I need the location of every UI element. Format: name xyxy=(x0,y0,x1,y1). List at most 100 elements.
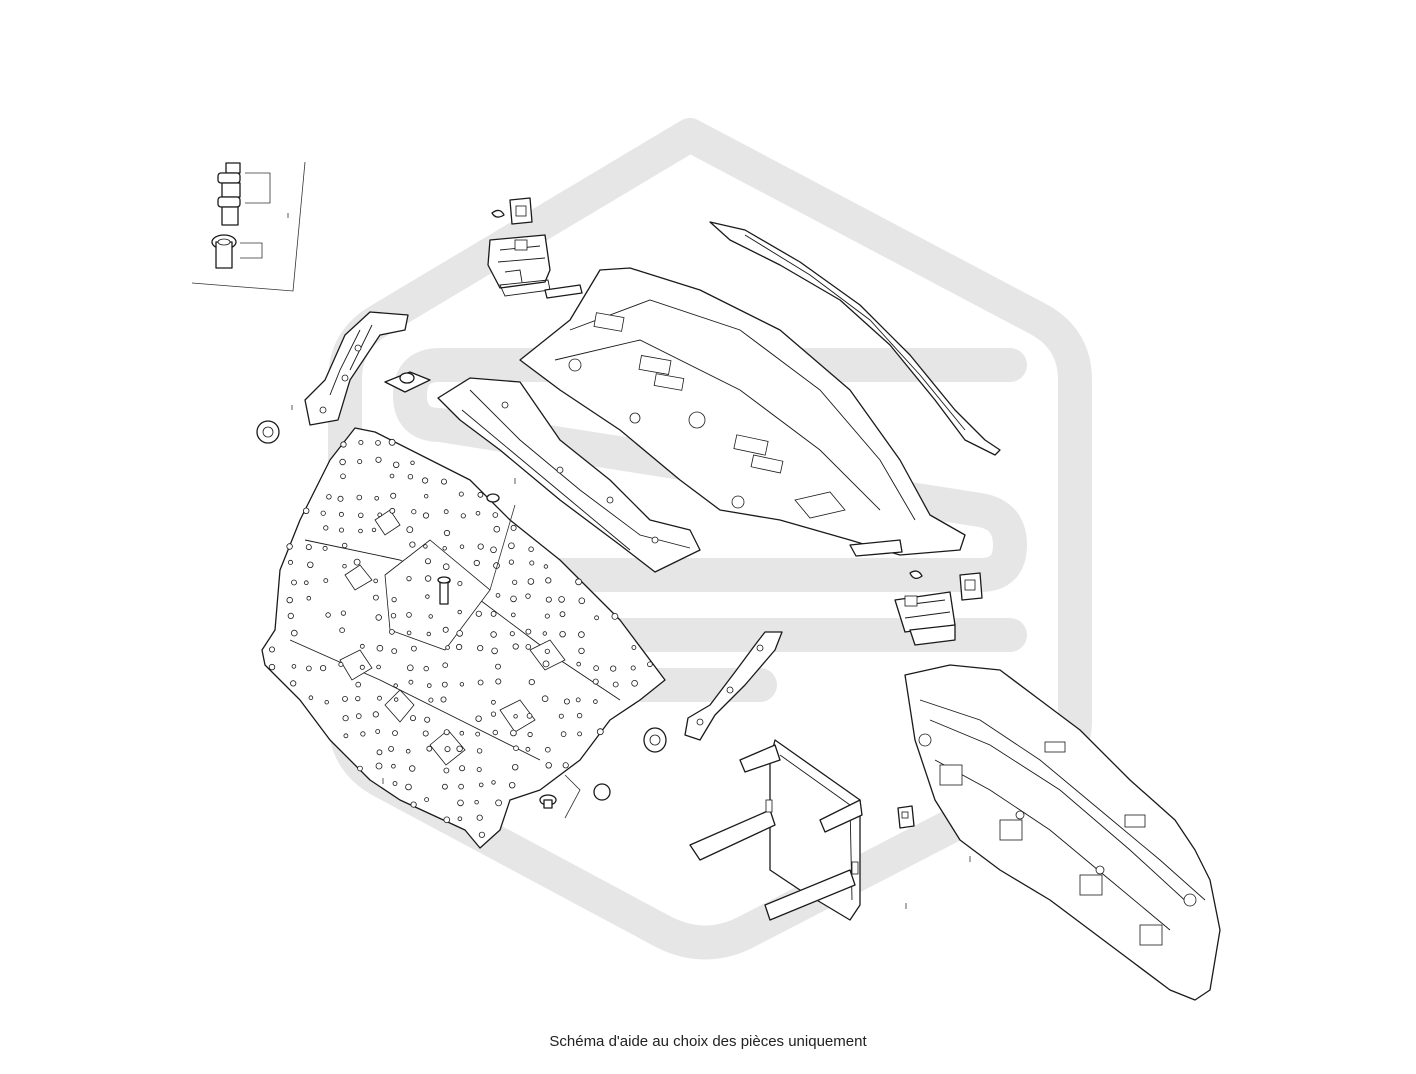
floor-hole xyxy=(630,665,636,671)
floor-hole xyxy=(373,578,379,584)
roof-rail[interactable] xyxy=(709,221,1001,456)
floor-hole xyxy=(355,695,361,702)
floor-hole xyxy=(371,527,377,533)
floor-hole xyxy=(490,546,497,554)
floor-hole xyxy=(375,440,381,446)
floor-hole xyxy=(360,731,366,737)
floor-hole xyxy=(578,647,585,655)
floor-hole xyxy=(375,762,383,770)
floor-hole xyxy=(563,698,570,705)
floor-hole xyxy=(303,507,310,514)
clip-set-lower[interactable] xyxy=(539,774,611,819)
floor-hole xyxy=(457,581,463,587)
floor-hole xyxy=(592,678,599,685)
floor-hole xyxy=(610,665,617,672)
floor-hole xyxy=(422,512,430,519)
floor-hole xyxy=(375,456,382,463)
floor-hole xyxy=(476,748,483,754)
floor-hole xyxy=(408,679,414,685)
floor-hole xyxy=(428,614,433,619)
floor-hole xyxy=(647,661,653,668)
floor-bolt[interactable] xyxy=(437,493,516,605)
floor-hole xyxy=(510,612,516,618)
floor-hole xyxy=(391,648,398,654)
mount-block-upper[interactable] xyxy=(487,234,551,297)
floor-hole xyxy=(290,629,298,637)
floor-hole xyxy=(409,715,416,722)
bolt-set[interactable] xyxy=(191,161,306,292)
floor-hole xyxy=(543,564,549,569)
floor-hole xyxy=(491,647,498,655)
floor-hole xyxy=(339,627,345,633)
floor-hole xyxy=(459,682,465,687)
floor-hole xyxy=(577,731,582,737)
floor-hole xyxy=(393,461,400,468)
floor-hole xyxy=(510,729,517,737)
floor-hole xyxy=(291,664,297,669)
mount-block-lower[interactable] xyxy=(894,570,983,646)
side-bracket-upper[interactable] xyxy=(304,311,409,426)
floor-hole xyxy=(358,512,364,518)
floor-hole xyxy=(576,661,581,667)
floor-hole xyxy=(389,473,395,479)
floor-hole xyxy=(527,578,535,585)
floor-hole xyxy=(442,626,449,633)
floor-hole xyxy=(394,697,399,702)
floor-hole xyxy=(424,494,429,499)
floor-hole xyxy=(527,731,533,738)
floor-hole xyxy=(575,697,581,703)
rear-end-panel[interactable] xyxy=(904,664,1221,1001)
floor-hole xyxy=(388,438,396,446)
floor-hole xyxy=(458,491,464,497)
floor-hole xyxy=(459,730,465,736)
floor-hole xyxy=(358,528,363,534)
lower-floor-panel[interactable] xyxy=(261,427,666,849)
floor-hole xyxy=(355,681,362,688)
floor-hole xyxy=(405,748,411,754)
floor-hole xyxy=(459,544,465,549)
floor-hole xyxy=(326,494,332,500)
floor-hole xyxy=(575,578,582,586)
floor-hole xyxy=(268,646,275,653)
bushing-center[interactable] xyxy=(643,727,667,753)
floor-hole xyxy=(320,510,326,516)
floor-hole xyxy=(493,525,501,533)
floor-hole xyxy=(443,729,450,736)
floor-hole xyxy=(424,716,431,723)
floor-hole xyxy=(512,579,518,585)
floor-hole xyxy=(359,643,365,649)
floor-hole xyxy=(374,495,380,501)
bushing-left[interactable] xyxy=(256,420,280,444)
floor-hole xyxy=(457,799,464,807)
floor-hole xyxy=(526,713,533,719)
leader-ticks xyxy=(287,213,971,909)
floor-hole xyxy=(475,715,482,722)
cross-member[interactable] xyxy=(437,377,701,573)
floor-hole xyxy=(406,526,414,533)
floor-hole xyxy=(372,594,379,601)
rear-shelf-panel[interactable] xyxy=(519,267,966,557)
floor-hole xyxy=(342,715,349,722)
floor-hole xyxy=(528,546,534,552)
floor-hole xyxy=(424,575,432,582)
floor-hole xyxy=(594,615,599,621)
battery-frame[interactable] xyxy=(689,739,863,921)
clip-small[interactable] xyxy=(897,805,915,829)
side-bracket-lower[interactable] xyxy=(684,631,783,741)
floor-hole xyxy=(458,783,464,790)
floor-hole xyxy=(337,495,344,502)
floor-hole xyxy=(478,782,484,788)
floor-hole xyxy=(492,729,498,736)
floor-hole xyxy=(372,711,379,718)
floor-hole xyxy=(319,664,327,672)
floor-hole xyxy=(406,664,414,672)
floor-hole xyxy=(445,645,450,650)
floor-hole xyxy=(308,695,314,700)
clip-set-upper[interactable] xyxy=(491,197,533,225)
floor-hole xyxy=(306,595,312,601)
mount-plate-small[interactable] xyxy=(384,371,431,393)
floor-hole xyxy=(428,697,434,703)
floor-hole xyxy=(353,558,361,566)
floor-hole xyxy=(338,527,344,533)
